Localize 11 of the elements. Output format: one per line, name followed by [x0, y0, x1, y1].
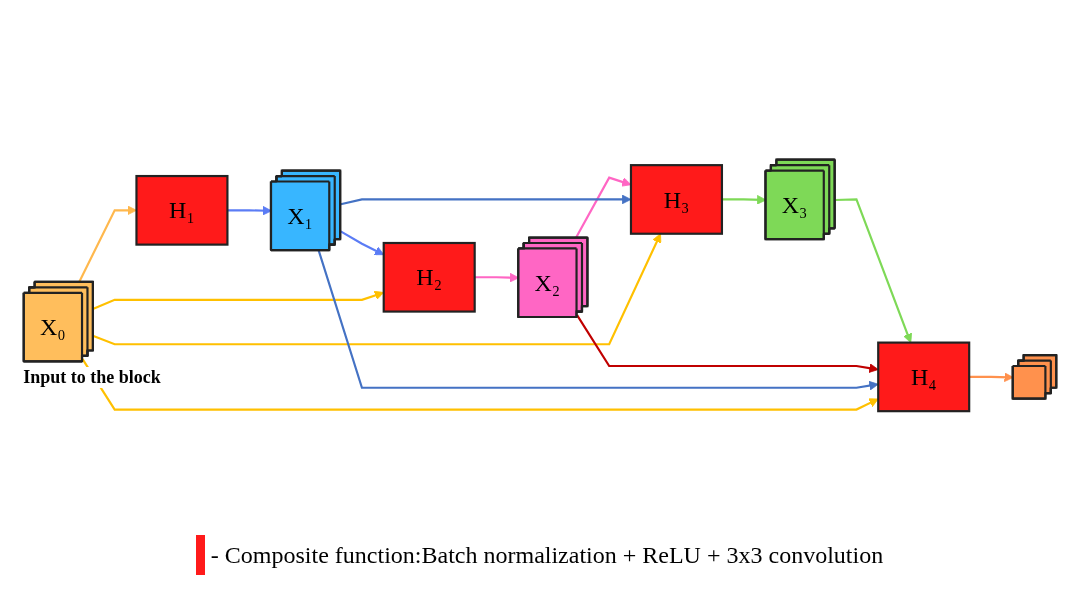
node-box [876, 341, 970, 412]
legend-text: - Composite function:Batch normalization + ReLU + 3x3 convolution [210, 541, 884, 569]
node-box [382, 241, 476, 313]
arrow [92, 290, 384, 310]
arrow [339, 230, 384, 255]
arrow [834, 197, 912, 343]
arrow [92, 232, 661, 345]
node-caption: Input to the block [23, 366, 161, 388]
arrow [339, 194, 631, 205]
node-box [134, 174, 228, 246]
node-box [629, 163, 723, 235]
